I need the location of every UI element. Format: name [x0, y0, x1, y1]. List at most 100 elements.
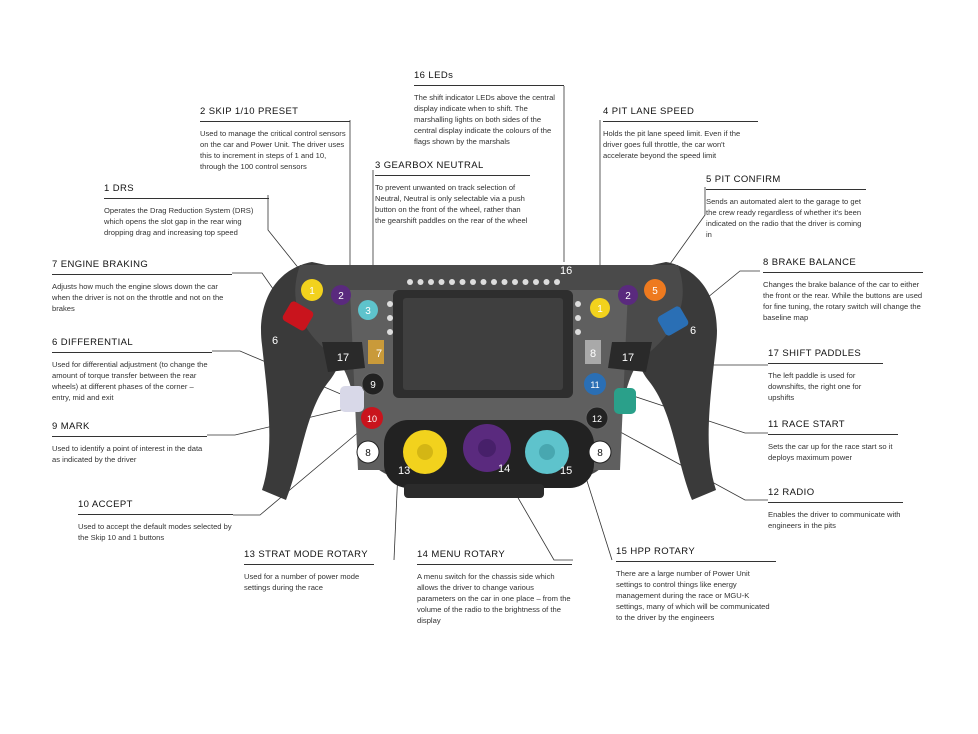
- callout-title: 3 GEARBOX NEUTRAL: [375, 160, 530, 176]
- callout-mark: 9 MARK Used to identify a point of inter…: [52, 421, 207, 465]
- wheel-number-labels: 6 6 6 13 14 15 16: [272, 265, 696, 477]
- svg-text:12: 12: [592, 414, 602, 424]
- engine-braking-shift-label: 7: [368, 340, 384, 364]
- callout-desc: There are a large number of Power Unit s…: [616, 569, 770, 622]
- left-shift-paddle[interactable]: 17: [322, 342, 365, 372]
- callout-desc: Sets the car up for the race start so it…: [768, 442, 893, 462]
- differential-rotary[interactable]: [340, 386, 364, 412]
- shift-leds: [407, 279, 560, 285]
- callout-desc: Sends an automated alert to the garage t…: [706, 197, 862, 239]
- brake-balance-shift-label: 8: [585, 340, 601, 364]
- callout-title: 10 ACCEPT: [78, 499, 233, 515]
- svg-text:5: 5: [652, 286, 658, 297]
- brake-balance-rotary[interactable]: [656, 305, 690, 337]
- callout-title: 5 PIT CONFIRM: [706, 174, 866, 190]
- mark-button[interactable]: 9: [361, 372, 385, 396]
- callout-desc: Used to identify a point of interest in …: [52, 444, 203, 464]
- left-8-button[interactable]: 8: [356, 440, 380, 464]
- callout-hpp-rotary: 15 HPP ROTARY There are a large number o…: [616, 546, 776, 623]
- label-6-right: 6: [690, 325, 696, 337]
- svg-text:1: 1: [597, 304, 603, 315]
- radio-button[interactable]: 12: [585, 406, 609, 430]
- label-16: 16: [560, 265, 572, 277]
- callout-desc: Used to manage the critical control sens…: [200, 129, 346, 171]
- svg-text:10: 10: [367, 414, 377, 424]
- svg-text:9: 9: [370, 380, 376, 391]
- shift-led: [543, 279, 550, 285]
- marshal-led: [387, 301, 393, 307]
- marshal-led: [575, 301, 581, 307]
- callout-title: 9 MARK: [52, 421, 207, 437]
- shift-led: [533, 279, 539, 285]
- svg-text:8: 8: [365, 448, 371, 459]
- callout-drs: 1 DRS Operates the Drag Reduction System…: [104, 183, 269, 238]
- neutral-button[interactable]: 3: [358, 300, 378, 320]
- svg-text:8: 8: [590, 348, 596, 360]
- callout-title: 2 SKIP 1/10 PRESET: [200, 106, 350, 122]
- callout-pit-lane-speed: 4 PIT LANE SPEED Holds the pit lane spee…: [603, 106, 758, 161]
- shift-led: [417, 279, 424, 285]
- callout-differential: 6 DIFFERENTIAL Used for differential adj…: [52, 337, 212, 403]
- callout-title: 13 STRAT MODE ROTARY: [244, 549, 374, 565]
- shift-led: [480, 279, 487, 285]
- leader-race-start: [599, 384, 768, 434]
- label-6-left: 6: [272, 335, 278, 347]
- callout-title: 17 SHIFT PADDLES: [768, 348, 883, 364]
- accept-button[interactable]: 10: [361, 407, 383, 429]
- label-6-left-lower: 6: [326, 393, 332, 405]
- menu-rotary[interactable]: [463, 424, 511, 472]
- svg-text:7: 7: [376, 348, 382, 360]
- callout-engine-braking: 7 ENGINE BRAKING Adjusts how much the en…: [52, 259, 232, 314]
- svg-text:1: 1: [309, 286, 315, 297]
- callout-title: 16 LEDs: [414, 70, 564, 86]
- callout-title: 12 RADIO: [768, 487, 903, 503]
- right-8-button[interactable]: 8: [588, 440, 612, 464]
- leader-accept: [233, 424, 368, 516]
- right-shift-paddle[interactable]: 17: [608, 342, 652, 372]
- callout-desc: Used to accept the default modes selecte…: [78, 522, 232, 542]
- skip-10-button[interactable]: 2: [331, 285, 351, 305]
- callout-desc: Used for differential adjustment (to cha…: [52, 360, 208, 402]
- callout-desc: A menu switch for the chassis side which…: [417, 572, 571, 625]
- shift-led: [449, 279, 455, 285]
- callout-desc: Enables the driver to communicate with e…: [768, 510, 901, 530]
- marshal-leds: [387, 301, 581, 335]
- callout-desc: Used for a number of power mode settings…: [244, 572, 360, 592]
- race-start-button[interactable]: 11: [584, 373, 606, 395]
- callout-shift-paddles: 17 SHIFT PADDLES The left paddle is used…: [768, 348, 883, 403]
- drs-button[interactable]: 1: [301, 279, 323, 301]
- marshal-led: [387, 315, 393, 321]
- callout-title: 7 ENGINE BRAKING: [52, 259, 232, 275]
- svg-text:2: 2: [625, 291, 631, 302]
- callout-title: 4 PIT LANE SPEED: [603, 106, 758, 122]
- callout-title: 6 DIFFERENTIAL: [52, 337, 212, 353]
- shift-led: [491, 279, 497, 285]
- callout-desc: Adjusts how much the engine slows down t…: [52, 282, 224, 313]
- callout-race-start: 11 RACE START Sets the car up for the ra…: [768, 419, 898, 463]
- shift-led: [438, 279, 445, 285]
- callout-title: 14 MENU ROTARY: [417, 549, 572, 565]
- svg-text:2: 2: [338, 291, 344, 302]
- strat-mode-rotary[interactable]: [403, 430, 447, 474]
- hpp-side-rotary[interactable]: [614, 388, 636, 414]
- callout-radio: 12 RADIO Enables the driver to communica…: [768, 487, 903, 531]
- callout-strat-rotary: 13 STRAT MODE ROTARY Used for a number o…: [244, 549, 374, 593]
- shift-led: [522, 279, 529, 285]
- marshal-led: [575, 315, 581, 321]
- callout-leds: 16 LEDs The shift indicator LEDs above t…: [414, 70, 564, 147]
- engine-braking-rotary[interactable]: [281, 300, 315, 332]
- bottom-tab: [404, 484, 544, 498]
- skip-1-button[interactable]: 2: [618, 285, 638, 305]
- callout-title: 1 DRS: [104, 183, 269, 199]
- pit-lane-speed-button[interactable]: 1: [590, 298, 610, 318]
- callout-desc: To prevent unwanted on track selection o…: [375, 183, 528, 225]
- shift-led: [470, 279, 476, 285]
- hpp-rotary[interactable]: [525, 430, 569, 474]
- label-13: 13: [398, 465, 410, 477]
- pit-confirm-button[interactable]: 5: [644, 279, 666, 301]
- callout-title: 8 BRAKE BALANCE: [763, 257, 923, 273]
- label-15: 15: [560, 465, 572, 477]
- callout-menu-rotary: 14 MENU ROTARY A menu switch for the cha…: [417, 549, 572, 626]
- leader-radio: [601, 421, 768, 501]
